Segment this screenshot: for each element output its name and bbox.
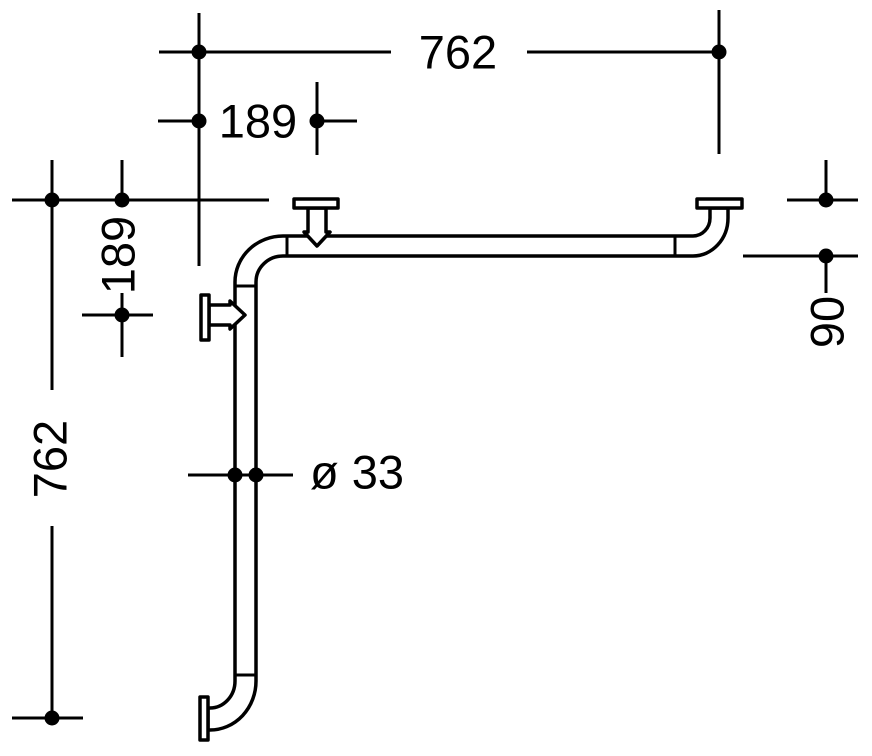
dimension-label-side-height: 762 [24,420,77,498]
dimension-dot [309,113,325,129]
dimension-side-height: 762 [12,160,83,726]
top-bracket-arrow [302,206,332,248]
dimension-dot [114,307,130,323]
dimension-top-bracket-offset: 189 [158,82,357,155]
dimension-label-tube-diameter: ø 33 [310,446,404,499]
dimension-side-bracket-offset: 189 [82,160,153,357]
dimension-dot [711,44,727,60]
dimension-dot [191,113,207,129]
grab-bar [198,197,744,742]
bottom-end-flange-plate [198,695,210,742]
dimension-label-top-bracket-offset: 189 [219,95,297,148]
top-bracket-plate [292,197,340,210]
dimension-right-wall-offset: 90 [743,160,858,348]
dimension-dot [248,467,264,483]
dimension-dot [44,710,60,726]
right-end-flange-plate [695,197,744,210]
side-bracket-arrow [207,299,247,331]
dimension-label-right-wall-offset: 90 [801,296,854,348]
dimension-dot [191,44,207,60]
side-bracket-plate [199,293,211,342]
dimension-dot [44,192,60,208]
dimension-dot [818,192,834,208]
dimension-tube-diameter: ø 33 [188,446,404,499]
dimension-dot [227,467,243,483]
dimension-dot [114,192,130,208]
dimension-top-width: 762 [159,10,727,154]
dimension-label-side-bracket-offset: 189 [92,216,145,294]
grab-bar-tube [206,206,730,732]
dimension-dot [818,248,834,264]
dimension-label-top-width: 762 [419,26,497,79]
